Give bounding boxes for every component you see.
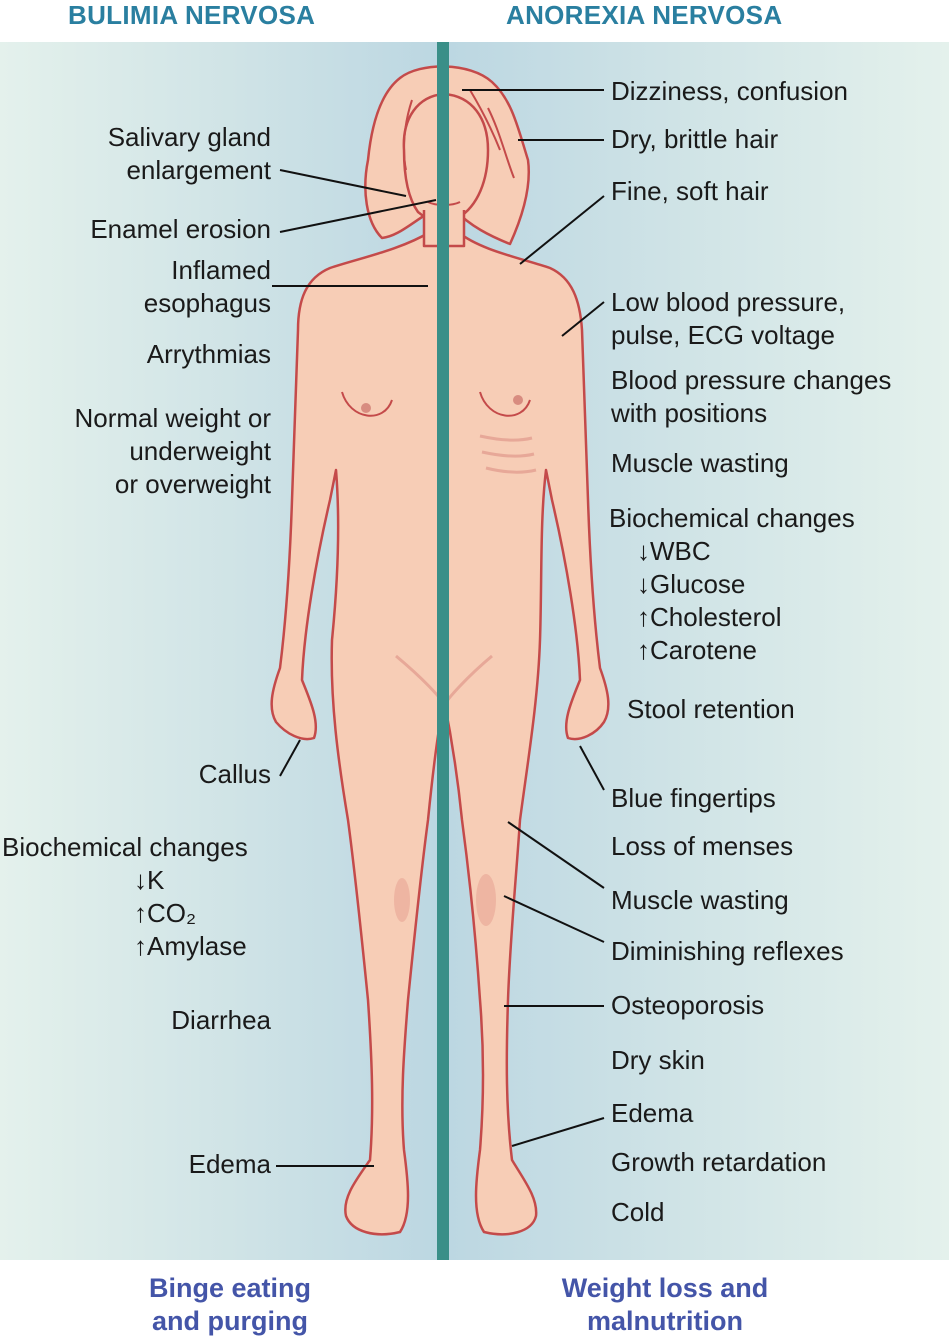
center-divider bbox=[437, 42, 449, 1260]
enamel-label: Enamel erosion bbox=[90, 214, 271, 244]
osteoporosis-label: Osteoporosis bbox=[611, 990, 765, 1020]
bulimia-edema-label: Edema bbox=[188, 1149, 271, 1179]
fine-hair-label: Fine, soft hair bbox=[611, 176, 769, 206]
reflexes-label: Diminishing reflexes bbox=[611, 936, 844, 966]
anorexia-heading: ANOREXIA NERVOSA bbox=[506, 0, 783, 30]
chest-details bbox=[341, 391, 531, 417]
cold-label: Cold bbox=[611, 1197, 665, 1227]
blue-fingertips-label: Blue fingertips bbox=[611, 783, 776, 813]
bulimia-heading: BULIMIA NERVOSA bbox=[68, 0, 316, 30]
callus-label: Callus bbox=[198, 759, 271, 789]
dizziness-label: Dizziness, confusion bbox=[611, 76, 848, 106]
dry-skin-label: Dry skin bbox=[611, 1045, 705, 1075]
menses-label: Loss of menses bbox=[611, 831, 794, 861]
growth-label: Growth retardation bbox=[611, 1147, 827, 1177]
bulimia-biochem-label: Biochemical changes ↓K ↑CO₂ ↑Amylase bbox=[2, 832, 248, 961]
muscle-wasting-upper-label: Muscle wasting bbox=[611, 448, 789, 478]
anorexia-biochem-label: Biochemical changes ↓WBC ↓Glucose ↑Chole… bbox=[609, 503, 855, 665]
arrythmias-label: Arrythmias bbox=[146, 339, 271, 369]
dry-hair-label: Dry, brittle hair bbox=[611, 124, 779, 154]
anorexia-edema-label: Edema bbox=[611, 1098, 694, 1128]
low-bp-label: Low blood pressure,pulse, ECG voltage bbox=[611, 287, 846, 350]
muscle-wasting-lower-label: Muscle wasting bbox=[611, 885, 789, 915]
ribs bbox=[479, 434, 537, 474]
diarrhea-label: Diarrhea bbox=[171, 1005, 271, 1035]
stool-label: Stool retention bbox=[627, 694, 795, 724]
